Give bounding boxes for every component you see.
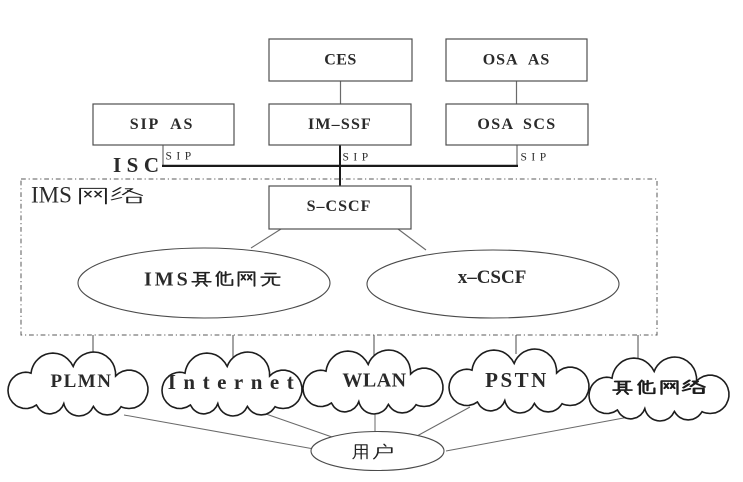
- svg-text:IMS: IMS: [144, 269, 191, 291]
- svg-text:SIP: SIP: [521, 152, 551, 164]
- svg-text:x–CSCF: x–CSCF: [458, 267, 527, 288]
- svg-text:SIP: SIP: [343, 152, 373, 164]
- svg-text:ISC: ISC: [113, 153, 165, 177]
- svg-text:SIP AS: SIP AS: [130, 116, 194, 133]
- svg-text:WLAN: WLAN: [342, 370, 406, 392]
- svg-text:S–CSCF: S–CSCF: [307, 198, 372, 215]
- svg-text:IMS: IMS: [31, 183, 72, 208]
- svg-text:PSTN: PSTN: [485, 368, 549, 392]
- svg-text:IM–SSF: IM–SSF: [308, 116, 372, 133]
- svg-text:OSA AS: OSA AS: [483, 52, 551, 69]
- svg-text:SIP: SIP: [166, 151, 196, 163]
- svg-text:Internet: Internet: [168, 370, 301, 394]
- svg-text:PLMN: PLMN: [51, 371, 113, 392]
- svg-text:CES: CES: [324, 52, 357, 69]
- svg-text:OSA SCS: OSA SCS: [477, 116, 556, 133]
